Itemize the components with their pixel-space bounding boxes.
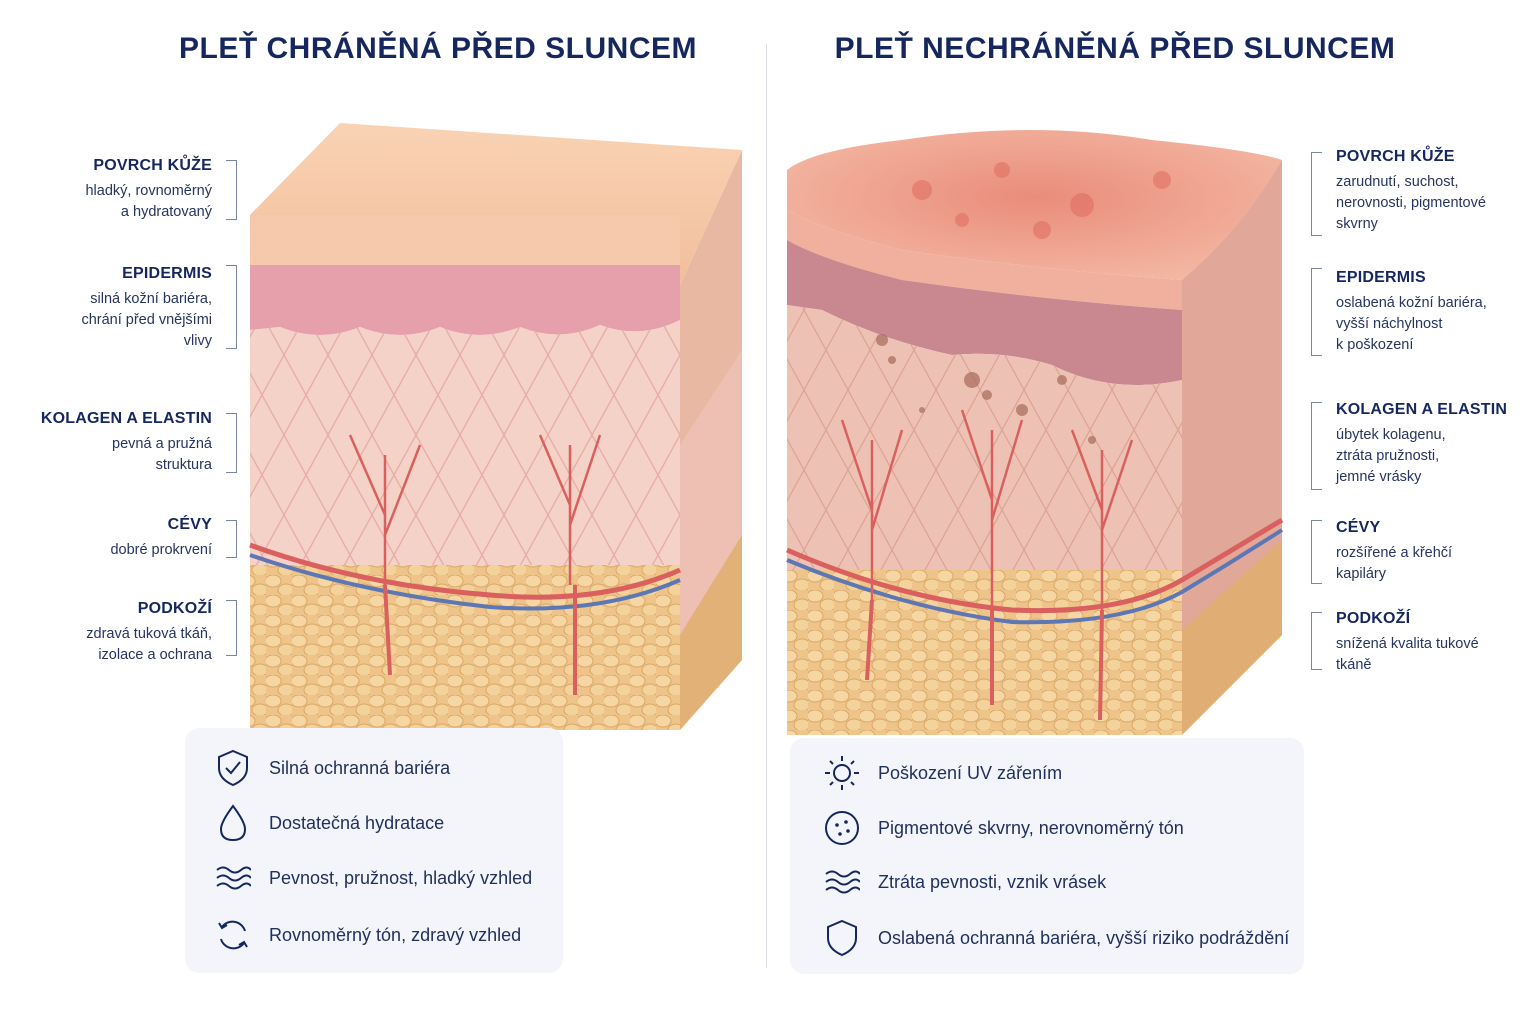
label-heading: KOLAGEN A ELASTIN — [40, 410, 212, 427]
label-line: dobré prokrvení — [110, 542, 212, 558]
label-line: zarudnutí, suchost, — [1336, 174, 1459, 190]
feature-text: Pigmentové skvrny, nerovnoměrný tón — [878, 817, 1184, 838]
label-right-vessels: CÉVY rozšířené a křehčí kapiláry — [1336, 519, 1536, 585]
feature-text: Dostatečná hydratace — [269, 812, 445, 833]
label-line: struktura — [155, 457, 212, 473]
feature-item: Pigmentové skvrny, nerovnoměrný tón — [822, 808, 1184, 848]
refresh-icon — [213, 915, 253, 955]
label-line: rozšířené a křehčí — [1336, 545, 1453, 561]
label-heading: CÉVY — [167, 516, 212, 533]
panel-divider — [766, 44, 767, 968]
bracket — [1311, 520, 1322, 584]
water-drop-icon — [213, 803, 253, 843]
label-left-hypodermis: PODKOŽÍ zdravá tuková tkáň, izolace a oc… — [12, 600, 212, 666]
label-line: k poškození — [1336, 337, 1414, 353]
sun-icon — [822, 753, 862, 793]
label-heading: PODKOŽÍ — [137, 600, 212, 617]
feature-text: Rovnoměrný tón, zdravý vzhled — [269, 924, 522, 945]
label-heading: POVRCH KŮŽE — [93, 157, 212, 174]
feature-item: Oslabená ochranná bariéra, vyšší riziko … — [822, 918, 1289, 958]
label-line: nerovnosti, pigmentové — [1336, 195, 1486, 211]
label-line: snížená kvalita tukové — [1336, 636, 1479, 652]
waves-icon — [822, 862, 862, 902]
bracket — [1311, 402, 1322, 490]
bracket — [226, 265, 237, 349]
feature-item: Ztráta pevnosti, vznik vrásek — [822, 862, 1106, 902]
label-line: a hydratovaný — [120, 204, 212, 220]
label-heading: CÉVY — [1336, 519, 1381, 536]
bracket — [226, 413, 237, 473]
label-left-vessels: CÉVY dobré prokrvení — [12, 516, 212, 561]
label-line: skvrny — [1336, 216, 1378, 232]
waves-icon — [213, 858, 253, 898]
label-line: zdravá tuková tkáň, — [86, 626, 212, 642]
label-left-epidermis: EPIDERMIS silná kožní bariéra, chrání př… — [12, 265, 212, 352]
left-features-box: Silná ochranná bariéra Dostatečná hydrat… — [185, 728, 563, 973]
label-heading: KOLAGEN A ELASTIN — [1336, 401, 1508, 418]
bracket — [1311, 612, 1322, 670]
label-line: hladký, rovnoměrný — [85, 183, 212, 199]
label-line: silná kožní bariéra, — [90, 291, 212, 307]
label-left-collagen: KOLAGEN A ELASTIN pevná a pružná struktu… — [12, 410, 212, 476]
label-line: jemné vrásky — [1336, 469, 1422, 485]
label-line: izolace a ochrana — [98, 647, 212, 663]
bracket — [226, 600, 237, 656]
right-features-box: Poškození UV zářením Pigmentové skvrny, … — [790, 738, 1304, 974]
bracket — [226, 160, 237, 220]
feature-item: Silná ochranná bariéra — [213, 748, 450, 788]
feature-text: Poškození UV zářením — [878, 762, 1063, 783]
left-panel-title: PLEŤ CHRÁNĚNÁ PŘED SLUNCEM — [178, 32, 698, 65]
label-line: úbytek kolagenu, — [1336, 427, 1446, 443]
spots-circle-icon — [822, 808, 862, 848]
label-right-hypodermis: PODKOŽÍ snížená kvalita tukové tkáně — [1336, 610, 1536, 676]
label-heading: EPIDERMIS — [1336, 269, 1426, 286]
damaged-skin-cross-section — [786, 130, 1284, 735]
bracket — [1311, 152, 1322, 236]
feature-text: Oslabená ochranná bariéra, vyšší riziko … — [878, 927, 1290, 948]
label-line: ztráta pružnosti, — [1336, 448, 1440, 464]
label-right-epidermis: EPIDERMIS oslabená kožní bariéra, vyšší … — [1336, 269, 1536, 356]
feature-item: Pevnost, pružnost, hladký vzhled — [213, 858, 532, 898]
label-line: kapiláry — [1336, 566, 1386, 582]
label-line: vyšší náchylnost — [1336, 316, 1443, 332]
label-line: chrání před vnějšími — [81, 312, 212, 328]
shield-check-icon — [213, 748, 253, 788]
feature-item: Rovnoměrný tón, zdravý vzhled — [213, 915, 521, 955]
feature-item: Dostatečná hydratace — [213, 803, 444, 843]
label-heading: PODKOŽÍ — [1336, 610, 1411, 627]
bracket — [1311, 268, 1322, 356]
label-right-collagen: KOLAGEN A ELASTIN úbytek kolagenu, ztrát… — [1336, 401, 1536, 488]
right-panel-title: PLEŤ NECHRÁNĚNÁ PŘED SLUNCEM — [834, 32, 1396, 65]
label-right-surface: POVRCH KŮŽE zarudnutí, suchost, nerovnos… — [1336, 148, 1536, 235]
feature-item: Poškození UV zářením — [822, 753, 1062, 793]
healthy-skin-cross-section — [249, 123, 742, 730]
bracket — [226, 520, 237, 558]
feature-text: Ztráta pevnosti, vznik vrásek — [878, 871, 1107, 892]
label-heading: EPIDERMIS — [122, 265, 212, 282]
label-heading: POVRCH KŮŽE — [1336, 148, 1455, 165]
label-line: vlivy — [183, 333, 212, 349]
label-left-surface: POVRCH KŮŽE hladký, rovnoměrný a hydrato… — [12, 157, 212, 223]
shield-icon — [822, 918, 862, 958]
feature-text: Pevnost, pružnost, hladký vzhled — [269, 867, 533, 888]
label-line: tkáně — [1336, 657, 1372, 673]
feature-text: Silná ochranná bariéra — [269, 757, 451, 778]
label-line: pevná a pružná — [112, 436, 212, 452]
label-line: oslabená kožní bariéra, — [1336, 295, 1487, 311]
